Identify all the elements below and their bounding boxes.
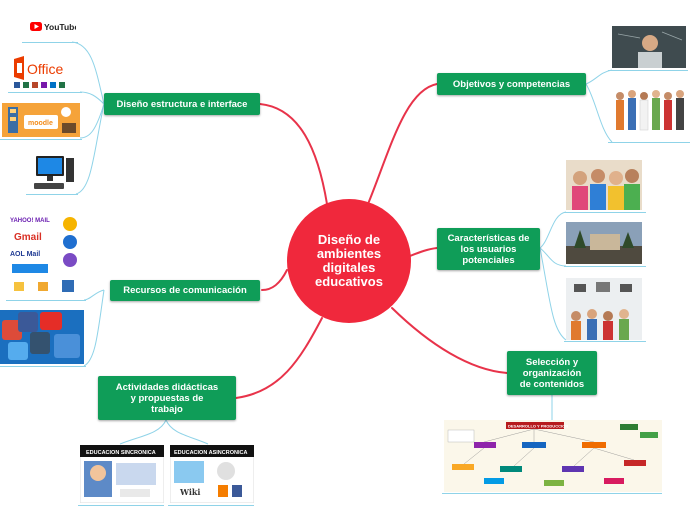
educacion-asincronica-image: EDUCACION ASINCRONICA Wiki [170, 445, 254, 503]
sublink-people [585, 83, 613, 143]
svg-text:YouTube: YouTube [44, 22, 76, 32]
sublink-campus [539, 247, 567, 267]
topic-objetivos-competencias[interactable]: Objetivos y competencias [437, 73, 586, 95]
underline [26, 194, 78, 195]
svg-text:Wiki: Wiki [179, 487, 200, 497]
sublink-classroom [539, 247, 567, 341]
underline [564, 212, 646, 213]
svg-text:YAHOO! MAIL: YAHOO! MAIL [10, 218, 50, 224]
underline [0, 139, 82, 140]
youtube-logo: YouTube [26, 14, 76, 40]
underline [564, 266, 646, 267]
underline [608, 70, 688, 71]
link-diseno [259, 103, 328, 205]
topic-diseno-estructura[interactable]: Diseño estructura e interface [104, 93, 260, 115]
office-logo: Office [10, 54, 80, 90]
topic-recursos-comunicacion[interactable]: Recursos de comunicación [110, 280, 260, 301]
students-photo [566, 160, 642, 210]
sublink-sincronica [119, 419, 167, 445]
svg-text:AOL Mail: AOL Mail [10, 251, 40, 258]
svg-text:Office: Office [27, 61, 64, 77]
link-caracteristicas [409, 247, 438, 257]
underline [8, 92, 82, 93]
sublink-asincronica [165, 419, 209, 445]
link-seleccion [391, 307, 508, 374]
email-clients-icons: YAHOO! MAIL Gmail AOL Mail [8, 212, 82, 298]
svg-text:EDUCACION SINCRONICA: EDUCACION SINCRONICA [86, 450, 156, 456]
underline [6, 300, 86, 301]
underline [22, 42, 78, 43]
underline [168, 505, 254, 506]
topic-actividades-didacticas[interactable]: Actividades didácticas y propuestas de t… [98, 376, 236, 420]
sublink-computer [75, 103, 105, 195]
link-objetivos [367, 83, 438, 205]
svg-text:moodle: moodle [28, 120, 53, 127]
sublink-email [83, 289, 105, 301]
underline [0, 366, 86, 367]
underline [78, 505, 164, 506]
teacher-photo [612, 26, 686, 68]
underline [608, 142, 690, 143]
svg-text:Gmail: Gmail [14, 232, 42, 243]
classroom-technology-image [566, 278, 642, 340]
sublink-students [539, 211, 567, 249]
underline [564, 341, 646, 342]
sublink-youtube [71, 41, 105, 105]
sublink-social [83, 289, 105, 367]
content-concept-map-image: DESARROLLO Y PRODUCCION [444, 420, 662, 492]
social-media-icons [0, 310, 84, 364]
sublink-teacher [585, 69, 613, 85]
computer-icon [32, 154, 76, 192]
central-topic[interactable]: Diseño de ambientes digitales educativos [287, 199, 411, 323]
educacion-sincronica-image: EDUCACION SINCRONICA [80, 445, 164, 503]
sublink-office [79, 91, 105, 105]
link-actividades [235, 317, 323, 399]
campus-photo [566, 222, 642, 264]
moodle-banner: moodle [2, 103, 80, 137]
topic-seleccion-contenidos[interactable]: Selección y organización de contenidos [507, 351, 597, 395]
professionals-group-image [612, 82, 688, 140]
svg-text:EDUCACION ASINCRONICA: EDUCACION ASINCRONICA [174, 450, 247, 456]
underline [442, 493, 662, 494]
link-recursos [261, 269, 288, 291]
topic-caracteristicas-usuarios[interactable]: Características de los usuarios potencia… [437, 228, 540, 270]
sublink-moodle [79, 103, 105, 139]
svg-text:DESARROLLO Y PRODUCCION: DESARROLLO Y PRODUCCION [508, 424, 568, 429]
